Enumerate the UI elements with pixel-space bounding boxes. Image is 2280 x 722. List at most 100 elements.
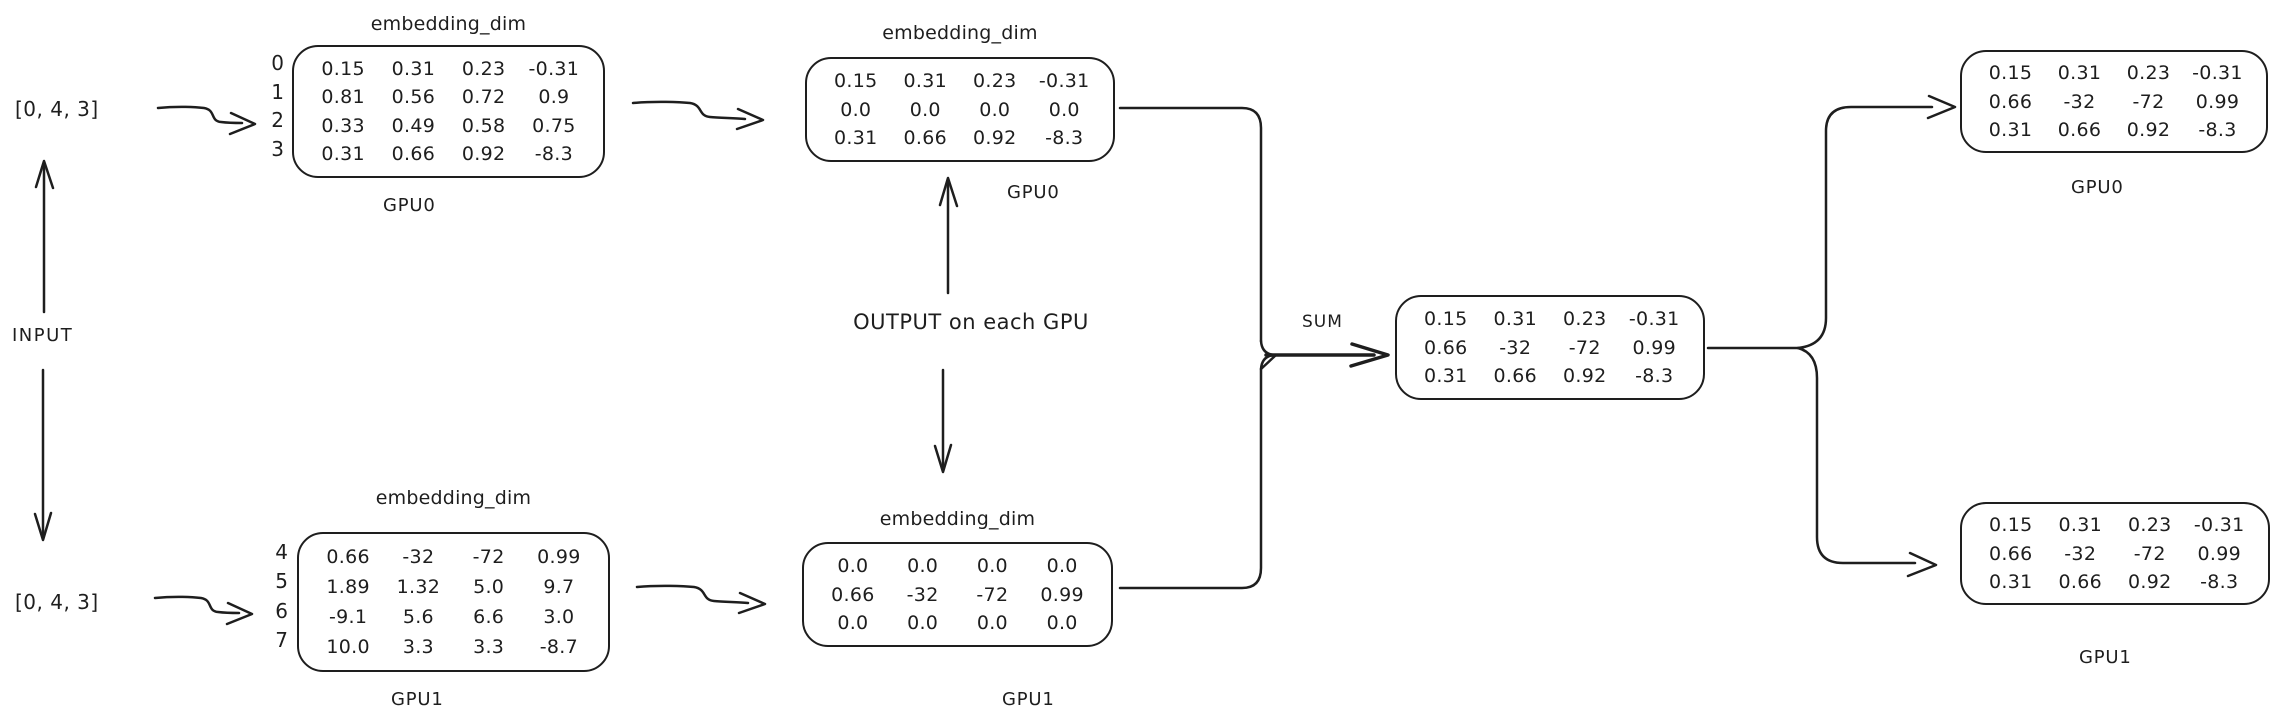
input-up-arrow (34, 159, 55, 314)
matrix-cell: 6.6 (473, 606, 505, 628)
matrix-cell: -72 (2133, 542, 2166, 565)
matrix-cell: 0.0 (979, 98, 1011, 121)
matrix-cell: 3.0 (543, 606, 575, 628)
matrix-cell: 0.31 (2058, 514, 2102, 537)
matrix-cell: 0.0 (837, 554, 869, 577)
matrix-cell: 0.66 (1493, 365, 1537, 388)
arrow-input-to-table-gpu1 (153, 595, 254, 626)
gpu0-caption: GPU0 (1007, 182, 1060, 203)
embedding-dim-title: embedding_dim (882, 22, 1038, 44)
arrow-table-gpu1-to-output-gpu1 (635, 584, 767, 615)
matrix-cell: -8.7 (539, 636, 579, 658)
matrix-cell: 0.66 (326, 546, 370, 568)
matrix-cell: 0.23 (2126, 62, 2171, 85)
matrix-cell: 5.0 (473, 576, 505, 598)
matrix-cell: 0.31 (2057, 62, 2102, 85)
matrix-cell: -8.3 (534, 143, 574, 166)
matrix-cell: 0.75 (532, 114, 576, 137)
matrix-cell: 0.15 (1988, 62, 2033, 85)
matrix-cell: 0.66 (1988, 542, 2033, 565)
matrix-cell: 0.66 (831, 583, 875, 606)
matrix-cell: -72 (2132, 90, 2165, 113)
matrix-cell: -8.3 (2198, 118, 2237, 141)
matrix-cell: 0.0 (907, 554, 939, 577)
matrix-cell: 0.66 (1423, 336, 1468, 359)
matrix-cell: -0.31 (2192, 62, 2243, 85)
arrow-input-to-table-gpu0 (156, 105, 257, 136)
matrix-cell: 0.72 (461, 86, 506, 109)
matrix-cell: 0.23 (1562, 307, 1607, 330)
matrix-cell: 0.92 (2126, 118, 2171, 141)
matrix-cell: 0.31 (1988, 118, 2033, 141)
gpu0-caption: GPU0 (2071, 177, 2124, 198)
matrix-cell: 0.23 (2127, 514, 2172, 537)
matrix-cell: 0.0 (1046, 554, 1078, 577)
matrix-cell: 0.31 (1423, 365, 1468, 388)
matrix-cell: 0.92 (461, 143, 506, 166)
matrix-cell: 0.15 (1988, 514, 2033, 537)
input-down-arrow (33, 368, 53, 542)
connector-sum-split (1706, 94, 1957, 578)
matrix-cell: -9.1 (328, 606, 368, 628)
matrix-cell: 0.58 (461, 114, 506, 137)
matrix-cell: 0.0 (909, 98, 941, 121)
matrix-cell: 0.31 (903, 69, 947, 92)
matrix-cell: 0.99 (2195, 90, 2240, 113)
matrix-cell: 0.0 (840, 98, 872, 121)
matrix-cell: 0.56 (391, 86, 436, 109)
output-down-arrow (933, 368, 953, 474)
matrix-cell: 0.99 (537, 546, 581, 568)
matrix-cell: 0.9 (538, 86, 570, 109)
matrix-cell: 0.66 (2057, 118, 2102, 141)
matrix-cell: 0.0 (976, 554, 1008, 577)
embedding-dim-title: embedding_dim (375, 487, 532, 509)
output-on-each-gpu-label: OUTPUT on each GPU (853, 310, 1089, 334)
matrix-cell: 0.92 (2127, 570, 2172, 593)
matrix-cell: -0.31 (1628, 307, 1680, 330)
matrix-cell: 3.3 (473, 636, 505, 658)
matrix-cell: 0.23 (461, 57, 506, 80)
matrix-cell: 0.31 (321, 143, 365, 166)
input-vector-top-label: [0, 4, 3] (15, 97, 99, 121)
matrix-cell: 5.6 (402, 606, 434, 628)
matrix-cell: 0.31 (1988, 570, 2033, 593)
matrix-cell: -8.3 (1045, 127, 1084, 150)
row-index-label: 1 (271, 79, 284, 104)
matrix-cell: 0.15 (321, 57, 365, 80)
matrix-cell: 0.0 (1048, 98, 1080, 121)
gpu0-caption: GPU0 (383, 195, 436, 216)
row-index-label: 3 (271, 136, 284, 161)
embedding-dim-title: embedding_dim (370, 13, 527, 35)
matrix-cell: 0.0 (976, 612, 1008, 635)
matrix-cell: -32 (1499, 336, 1532, 359)
matrix-cell: -8.3 (1635, 365, 1674, 388)
matrix-row: 0.15 0.31 0.23 -0.31 (1976, 62, 2252, 84)
matrix-row: 0.31 0.66 0.92 -8.3 (1976, 119, 2252, 141)
matrix-cell: -72 (472, 546, 505, 568)
matrix-cell: 9.7 (543, 576, 575, 598)
matrix-cell: 0.0 (837, 612, 869, 635)
